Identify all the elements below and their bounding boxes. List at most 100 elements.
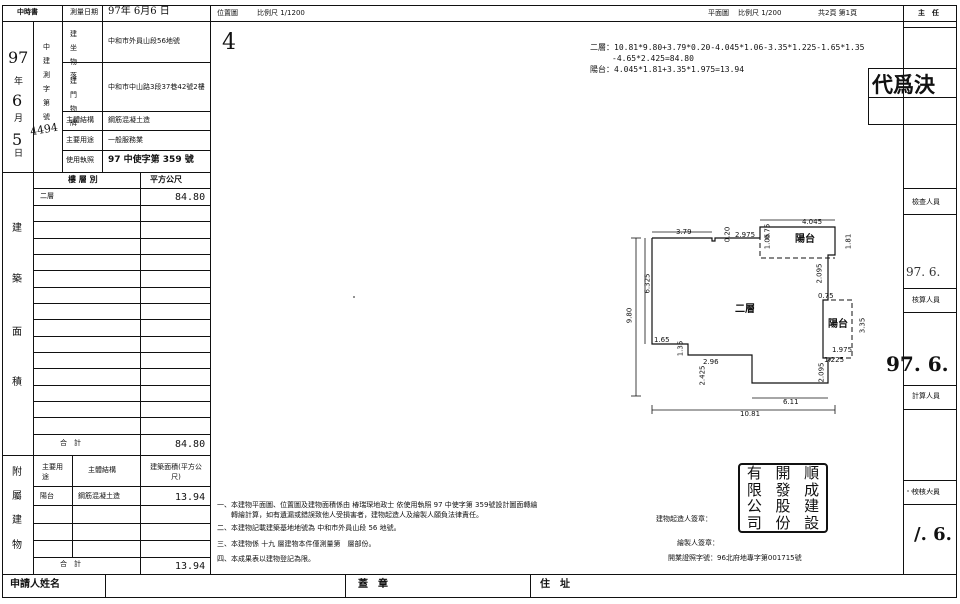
owner-signature-label: 建物起造人簽章： [656,515,712,523]
structure-label: 主體結構 [66,116,94,124]
dim-top-b: 2.975 [735,231,756,239]
dim-balcony-top: 4.045 [802,218,823,226]
month-char: 月 [14,114,24,124]
dim-left-inner: 6.325 [643,273,652,294]
stamp-char: 設 [804,513,820,532]
stamp-char: 份 [775,513,791,532]
room-label: 二層 [735,304,755,315]
dim-right-c: 3.35 [858,317,867,334]
dim-bottom-e: 6.11 [783,398,799,406]
floor-plan-label: 平面圖 [708,9,729,17]
dim-right-d: 1.975 [832,346,853,354]
survey-no-label: 中建測字第號 [43,43,50,121]
col-usage-header: 主要用途 [42,463,63,481]
note-1b: 轉繪計算，如有遺漏或錯誤致他人受損害者，建物起造人及繪製人願負法律責任。 [217,511,483,519]
stamp-char: 成 [804,480,820,499]
table-row-floor: 二層 [40,192,54,200]
dim-bottom-total: 10.81 [740,410,761,418]
attached-side-2: 屬 [12,491,22,502]
survey-date-value: 97年 6月6 日 [108,6,170,17]
col-structure-header: 主體結構 [88,466,116,474]
col-area-header: 平方公尺 [150,175,182,184]
checker-label: 核算人員 [912,296,940,304]
approval-stamp-text: 代爲決 [872,72,935,97]
office-label: 中時書 [17,8,38,16]
stamp-char: 股 [775,497,791,515]
building-site-label: 建坐物落 [70,30,85,80]
dim-right-f: 2.095 [817,362,826,383]
dim-top-d: 0.75 [763,223,772,240]
address-label: 住 址 [540,579,570,590]
date-month: 6 [12,91,23,110]
area-side-4: 積 [12,377,22,388]
dim-left-outer: 9.80 [625,307,634,324]
seal-label: 蓋 章 [358,579,388,590]
dim-bottom-d: 2.425 [698,365,707,386]
license-value: 97 中使字第 359 號 [108,155,194,165]
area-side-2: 築 [12,274,22,285]
survey-date-label: 測量日期 [70,8,98,16]
calc-floor2: 二層：10.81*9.80+3.79*0.20-4.045*1.06-3.35*… [590,43,865,52]
year-char: 年 [14,77,24,87]
day-char: 日 [14,149,24,159]
date-day: 5 [12,130,23,149]
dim-right-b: 0.75 [818,292,834,300]
structure-value: 鋼筋混凝土造 [108,116,150,124]
attached-total-value: 13.94 [175,561,206,572]
dim-right-e: 1.225 [824,356,845,364]
attached-total-label: 合 計 [60,560,81,568]
applicant-name-label: 申請人姓名 [10,579,60,590]
usage-label: 主要用途 [66,136,94,144]
license-number: 開業證照字號：96北府地專字第001715號 [668,554,802,562]
door-no-value: 中和市中山路3段37巷42號2樓 [108,83,205,91]
dim-bottom-a: 1.65 [654,336,670,344]
calc-balcony: 陽台：4.045*1.81+3.35*1.975=13.94 [590,65,745,74]
area-total-label: 合 計 [60,439,81,447]
calc-staff-label: 計算人員 [912,392,940,400]
attached-row-usage: 陽台 [40,492,54,500]
note-4: 四、本成果表以建物登記為限。 [217,555,315,563]
area-side-1: 建 [12,223,22,234]
stamp-char: 公 [746,497,762,515]
stamp-char: 有 [746,464,762,482]
location-plan-number: 4 [222,30,236,55]
location-scale: 比例尺 1/1200 [257,9,305,17]
col-attached-area-header: 建築面積(平方公尺) [150,463,202,481]
area-total-value: 84.80 [175,439,206,450]
col-floor-header: 樓 層 別 [68,175,98,184]
dim-top-mid: 0.20 [723,226,732,243]
attached-side-3: 建 [12,515,22,526]
calc-floor2-cont: -4.65*2.425=84.80 [612,54,694,63]
dim-right-a: 2.095 [815,263,824,284]
balcony-label-1: 陽台 [795,234,815,245]
area-side-3: 面 [12,327,22,338]
company-stamp: 有 限 公 司 開 發 股 份 順 成 建 設 [738,463,828,533]
attached-row-area: 13.94 [175,492,206,503]
check-date: 97. 6. [886,352,949,376]
dim-balcony-right: 1.81 [844,233,853,250]
proof-staff-label: 校核人員 [912,488,940,496]
attached-side-4: 物 [12,540,22,551]
note-1: 一、本建物平面圖、位置圖及建物面積係由 椿瑞琛地政士 依使用執照 97 中使字第… [217,501,538,509]
usage-value: 一般服務業 [108,136,143,144]
dim-bottom-b: 1.35 [676,340,685,357]
floor-scale: 比例尺 1/200 [738,9,782,17]
drafter-signature-label: 繪製人簽章： [677,539,719,547]
stamp-char: 開 [775,464,791,482]
stamp-char: 司 [746,513,762,532]
page-info: 共2頁 第1頁 [818,9,858,17]
door-no-label: 建門物牌 [70,77,85,127]
proof-date: /. 6. [914,524,952,545]
dim-top-left: 3.79 [676,228,692,236]
note-2: 二、本建物記載建築基地地號為 中和市外員山段 56 地號。 [217,524,401,532]
attached-side-1: 附 [12,467,22,478]
table-row-area: 84.80 [175,192,206,203]
attached-row-structure: 鋼筋混凝土造 [78,492,120,500]
dim-bottom-c: 2.96 [703,358,719,366]
stamp-char: 發 [775,480,791,499]
building-site-value: 中和市外員山段56地號 [108,37,180,45]
remarks-label: 主 任 [918,9,939,17]
note-3: 三、本建物係 十九 層建物本件僅測量第 層部份。 [217,540,376,548]
review-date: 97. 6. [906,265,941,279]
